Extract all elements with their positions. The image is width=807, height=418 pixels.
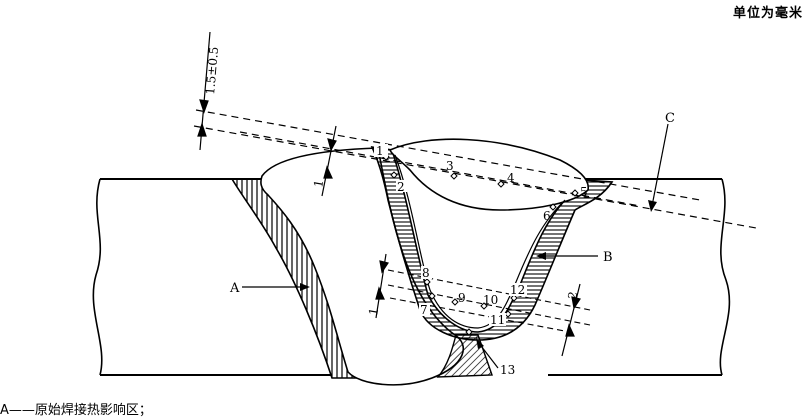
point-label-5: 5 [580, 185, 588, 199]
point-marker-8 [423, 278, 431, 286]
point-marker-13 [465, 328, 473, 336]
point-label-12: 12 [510, 283, 525, 297]
dimension-left-small-label: 1 [311, 179, 326, 189]
point-label-10: 10 [483, 293, 498, 307]
point-label-9: 9 [458, 291, 466, 305]
point-marker-6 [549, 203, 557, 211]
callout-b-arrow [536, 252, 546, 260]
point-label-1: 1 [376, 144, 384, 158]
point-marker-10 [480, 302, 488, 310]
point-label-6: 6 [543, 209, 551, 223]
point-labels: 1 2 3 4 5 6 7 8 9 10 11 12 [374, 144, 588, 327]
dimension-right [561, 283, 581, 357]
dimension-mid-small [375, 253, 389, 319]
point-label-3: 3 [446, 159, 454, 173]
dimension-top-label: 1.5±0.5 [203, 46, 221, 95]
callout-13-arrow [476, 338, 484, 349]
weld-cross-section-diagram: 1.5±0.5 1 1 2 A B C 13 [92, 31, 757, 386]
point-label-7: 7 [420, 303, 428, 317]
callout-c-leader [651, 123, 669, 207]
repair-haz-region [370, 145, 614, 341]
callout-a-arrow [300, 283, 310, 291]
point-marker-9 [451, 298, 459, 306]
callout-c-arrow [648, 200, 657, 212]
dimension-top [197, 31, 211, 151]
repair-fusion-line [394, 154, 566, 329]
callout-c-label: C [665, 111, 675, 126]
point-marker-7 [428, 292, 436, 300]
callout-b-label: B [603, 250, 613, 265]
point-label-4: 4 [507, 171, 515, 185]
point-label-11: 11 [490, 313, 505, 327]
dimension-mid-small-label: 1 [366, 307, 381, 317]
callout-13-label: 13 [500, 363, 515, 377]
callout-a-label: A [229, 281, 240, 296]
figure-caption: A——原始焊接热影响区； [0, 403, 152, 418]
point-marker-2 [390, 171, 398, 179]
point-label-2: 2 [397, 180, 405, 194]
point-marker-11 [504, 310, 512, 318]
repair-weld-cap [388, 138, 589, 211]
dimension-right-label: 2 [565, 290, 580, 300]
dimension-left-small [321, 125, 337, 197]
point-marker-5 [571, 189, 579, 197]
point-label-8: 8 [422, 266, 430, 280]
point-marker-3 [450, 172, 458, 180]
unit-label: 单位为毫米 [732, 6, 803, 21]
point-marker-4 [497, 180, 505, 188]
